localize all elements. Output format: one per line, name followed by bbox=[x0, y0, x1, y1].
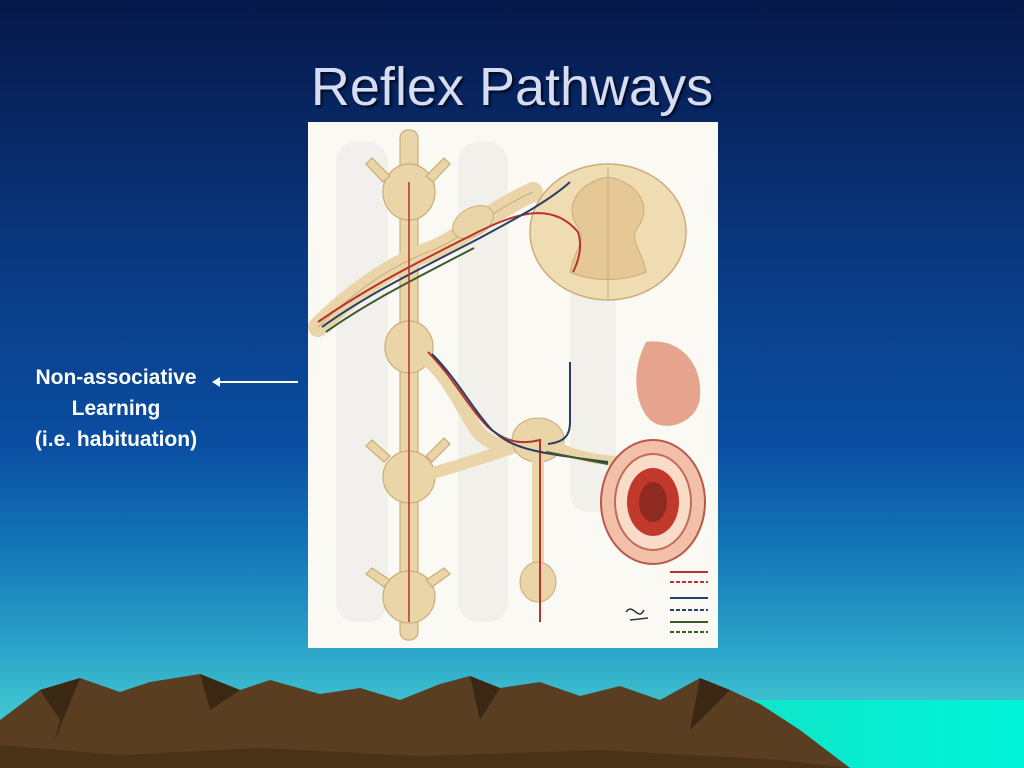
reflex-pathway-diagram-icon bbox=[308, 122, 718, 648]
mountain-range-icon bbox=[0, 674, 850, 768]
annotation-line-1: Non-associative bbox=[35, 366, 197, 389]
annotation-line-2: Learning bbox=[71, 397, 161, 420]
reflex-pathway-figure bbox=[308, 122, 718, 648]
annotation-label: Non-associative Learning (i.e. habituati… bbox=[0, 362, 232, 455]
annotation-line-3: (i.e. habituation) bbox=[34, 428, 198, 451]
slide-title: Reflex Pathways bbox=[310, 57, 714, 117]
annotation-arrow-icon bbox=[212, 377, 298, 387]
